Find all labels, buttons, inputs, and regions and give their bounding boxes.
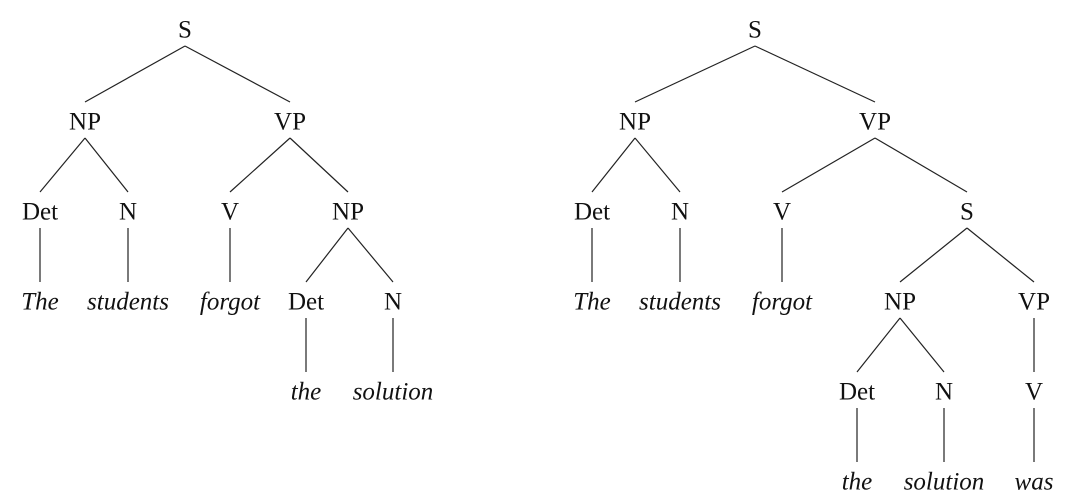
- tree1-node-vp: VP: [274, 109, 306, 136]
- tree2-node-vp: VP: [859, 109, 891, 136]
- tree2-node-v2: V: [1025, 379, 1043, 406]
- tree2-node-s: S: [748, 17, 762, 44]
- tree2-edge-s-vp: [754, 45, 876, 103]
- tree2-edge-np2-det2: [856, 317, 901, 373]
- tree-edges: [39, 45, 1035, 462]
- tree1-word-w_students: students: [87, 289, 169, 316]
- tree2-word-w_the1: The: [573, 289, 611, 316]
- tree2-edge-s-np1: [634, 45, 756, 103]
- tree1-edge-np2-det2: [305, 227, 349, 283]
- tree1-node-v: V: [221, 199, 239, 226]
- tree2-edge-s2-vp2: [966, 227, 1035, 283]
- tree2-edge-vp-v: [781, 137, 876, 193]
- tree1-word-w_solution: solution: [353, 379, 434, 406]
- tree1-word-w_the2: the: [291, 379, 322, 406]
- tree2-node-n2: N: [935, 379, 953, 406]
- tree2-node-det2: Det: [839, 379, 875, 406]
- tree2-node-vp2: VP: [1018, 289, 1050, 316]
- tree2-word-w_solution: solution: [904, 469, 985, 496]
- tree2-edge-s2-np2: [899, 227, 968, 283]
- tree1-edge-vp-np2: [289, 137, 349, 193]
- tree2-word-w_was: was: [1015, 469, 1054, 496]
- tree2-node-np2: NP: [884, 289, 916, 316]
- tree1-edge-np2-n2: [347, 227, 394, 283]
- tree2-edge-vp-s2: [874, 137, 968, 193]
- tree2-word-w_forgot: forgot: [752, 289, 813, 316]
- tree1-edge-np1-det1: [39, 137, 86, 193]
- tree2-node-np1: NP: [619, 109, 651, 136]
- tree1-edge-s-np1: [84, 45, 186, 103]
- tree2-edge-np2-n2: [899, 317, 945, 373]
- tree1-node-n1: N: [119, 199, 137, 226]
- tree1-edge-s-vp: [184, 45, 291, 103]
- tree2-word-w_students: students: [639, 289, 721, 316]
- tree2-word-w_the2: the: [842, 469, 873, 496]
- tree1-node-n2: N: [384, 289, 402, 316]
- tree1-word-w_the1: The: [21, 289, 59, 316]
- tree1-node-np2: NP: [332, 199, 364, 226]
- tree1-edge-vp-v: [229, 137, 291, 193]
- tree1-node-np1: NP: [69, 109, 101, 136]
- tree2-node-n1: N: [671, 199, 689, 226]
- tree2-node-det1: Det: [574, 199, 610, 226]
- tree2-edge-np1-det1: [591, 137, 636, 193]
- tree2-edge-np1-n1: [634, 137, 681, 193]
- tree1-word-w_forgot: forgot: [200, 289, 261, 316]
- tree1-node-det1: Det: [22, 199, 58, 226]
- tree1-edge-np1-n1: [84, 137, 129, 193]
- tree2-node-s2: S: [960, 199, 974, 226]
- tree1-node-s: S: [178, 17, 192, 44]
- tree2-node-v: V: [773, 199, 791, 226]
- tree1-node-det2: Det: [288, 289, 324, 316]
